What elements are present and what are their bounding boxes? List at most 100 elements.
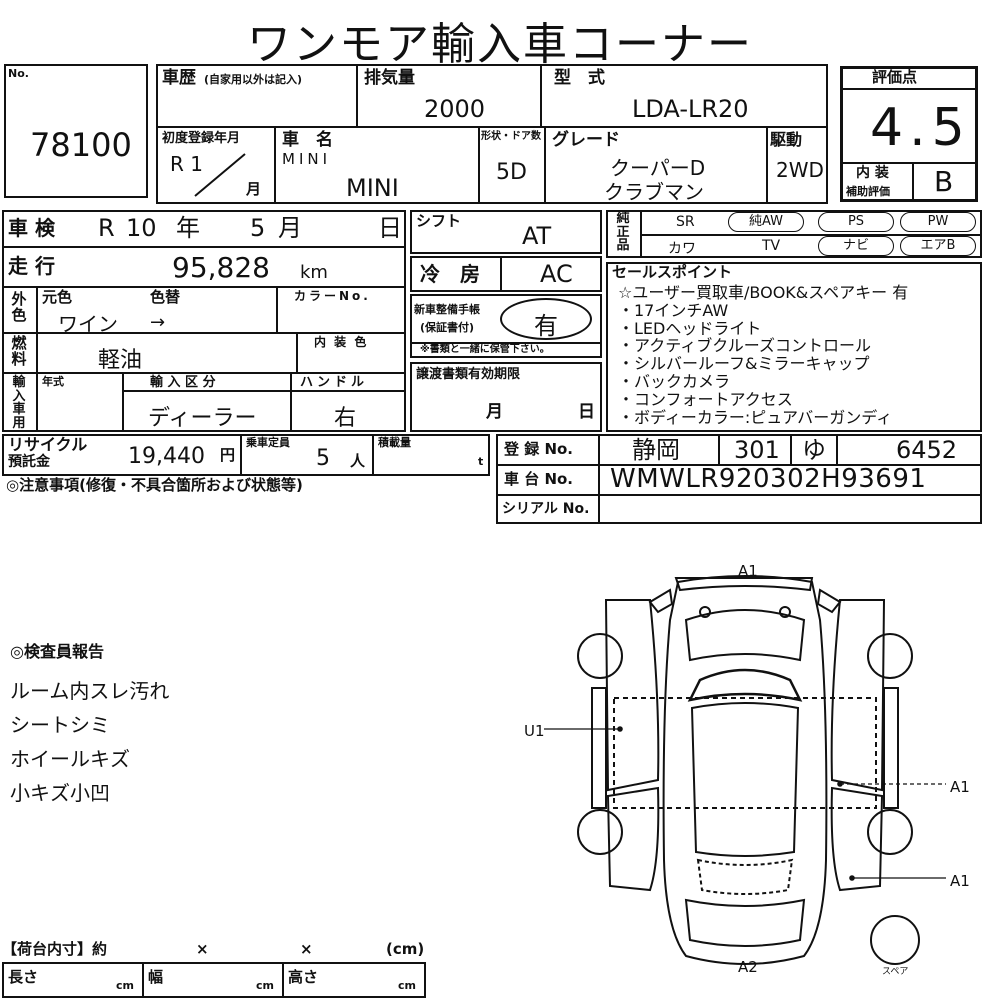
sales-points-list: ☆ユーザー買取車/BOOK&スペアキー 有 ・17インチAW ・LEDヘッドライ… xyxy=(618,284,908,426)
equipment-power-steering: PS xyxy=(818,212,894,232)
cargo-x1: × xyxy=(196,940,209,958)
history-label: 車歴 xyxy=(162,68,196,88)
height-label: 高さ xyxy=(288,968,319,986)
car-name-value: MINI xyxy=(346,174,399,202)
sales-point: ・コンフォートアクセス xyxy=(618,389,793,409)
orig-color-value: ワイン xyxy=(58,312,118,336)
right-rocker-panel xyxy=(883,687,899,809)
width-cm: cm xyxy=(256,979,274,992)
car-name-label: 車 名 xyxy=(282,130,333,150)
inspector-item: 小キズ小凹 xyxy=(10,781,110,805)
right-mirror xyxy=(816,588,842,614)
load-label: 積載量 xyxy=(378,436,411,449)
manual-label-2: (保証書付) xyxy=(420,321,475,334)
equipment-tv: TV xyxy=(762,238,781,254)
sales-point: ・バックカメラ xyxy=(618,371,731,391)
width-label: 幅 xyxy=(148,968,164,986)
sales-points-box xyxy=(606,262,982,432)
shift-label: シフト xyxy=(416,212,462,230)
load-unit: t xyxy=(478,455,484,468)
equipment-leather: カワ xyxy=(668,241,696,257)
rating-box xyxy=(840,66,978,202)
reg-no-label: 登 録 No. xyxy=(504,440,574,458)
vehicle-info-box xyxy=(156,64,828,204)
capacity-value: 5 xyxy=(316,446,330,471)
doors-value: 5D xyxy=(496,160,527,185)
serial-label: シリアル No. xyxy=(502,501,590,517)
handle-value: 右 xyxy=(334,406,357,431)
mileage-unit: km xyxy=(300,262,328,283)
rating-value: 4.5 xyxy=(870,98,971,158)
chassis-label: 車 台 No. xyxy=(504,470,574,488)
interior-color-label: 内 装 色 xyxy=(314,335,369,349)
import-type-value: ディーラー xyxy=(148,406,257,431)
mark-a1-top: A1 xyxy=(738,562,758,580)
sales-point: ・シルバールーフ&ミラーキャップ xyxy=(618,354,870,374)
manual-box xyxy=(410,294,602,358)
recycle-box xyxy=(2,434,490,476)
hood-outline xyxy=(684,609,806,662)
sales-point: ・17インチAW xyxy=(618,300,729,320)
ac-box xyxy=(410,256,602,292)
page-title: ワンモア輸入車コーナー xyxy=(247,19,753,70)
handle-label: ハンドル xyxy=(300,375,369,390)
sales-point: ・ボディーカラー:ピュアバーガンディ xyxy=(618,407,893,427)
shift-box xyxy=(410,210,602,254)
grade-value-1: クーパーD xyxy=(610,156,706,180)
mark-u1: U1 xyxy=(524,722,545,740)
doors-label: 形状・ドア数 xyxy=(481,131,541,142)
transfer-day: 日 xyxy=(578,402,595,422)
model-label: 型 式 xyxy=(554,68,605,88)
exterior-label: 外色 xyxy=(11,290,27,324)
rating-label: 評価点 xyxy=(872,68,918,86)
length-cm: cm xyxy=(116,979,134,992)
windshield xyxy=(687,668,803,702)
first-reg-month-unit: 月 xyxy=(246,180,262,198)
capacity-unit: 人 xyxy=(350,452,366,470)
recycle-value: 19,440 xyxy=(128,444,205,469)
color-no-label: カラーNo. xyxy=(294,289,371,303)
front-bumper xyxy=(674,577,814,592)
equipment-airbag: エアB xyxy=(900,236,976,256)
first-reg-label: 初度登録年月 xyxy=(162,131,241,146)
cargo-label: 【荷台内寸】約 xyxy=(2,940,108,958)
inspection-day-unit: 日 xyxy=(378,214,402,242)
mark-a1-right2: A1 xyxy=(950,872,970,890)
first-reg-era: R 1 xyxy=(170,152,203,176)
inspector-item: シートシミ xyxy=(10,713,110,737)
transfer-label: 譲渡書類有効期限 xyxy=(416,367,521,382)
inspection-year-unit: 年 xyxy=(176,214,200,242)
first-reg-slash xyxy=(194,153,246,197)
interior-value: B xyxy=(934,165,954,198)
equipment-navi: ナビ xyxy=(818,236,894,256)
inspection-month-unit: 月 xyxy=(278,214,302,242)
displacement-value: 2000 xyxy=(424,95,486,123)
import-type-label: 輸 入 区 分 xyxy=(150,375,216,390)
displacement-label: 排気量 xyxy=(364,68,415,88)
transfer-month: 月 xyxy=(486,402,503,422)
history-note: (自家用以外は記入) xyxy=(204,73,303,86)
cargo-box xyxy=(2,962,426,998)
reg-number: 6452 xyxy=(896,436,958,464)
reg-area: 静岡 xyxy=(632,436,680,464)
reg-kana: ゆ xyxy=(802,436,826,464)
wheel-front-right-icon xyxy=(867,633,913,679)
headlight-left-icon xyxy=(699,606,711,618)
ac-value: AC xyxy=(540,260,573,288)
inspection-era: R xyxy=(98,214,115,242)
manual-value: 有 xyxy=(534,312,558,340)
wheel-front-left-icon xyxy=(577,633,623,679)
mileage-label: 走 行 xyxy=(8,254,55,278)
recycle-unit: 円 xyxy=(220,446,236,464)
spare-wheel-icon xyxy=(870,915,920,965)
inspector-item: ルーム内スレ汚れ xyxy=(10,679,170,703)
right-front-door xyxy=(830,599,886,792)
sales-point: ・アクティブクルーズコントロール xyxy=(618,336,871,356)
car-body-outline xyxy=(662,575,828,965)
mark-a2: A2 xyxy=(738,958,758,976)
left-front-door xyxy=(604,599,660,792)
rear-window xyxy=(696,858,794,895)
year-label: 年式 xyxy=(42,375,64,388)
left-mirror xyxy=(648,588,674,614)
car-condition-diagram xyxy=(544,575,946,965)
